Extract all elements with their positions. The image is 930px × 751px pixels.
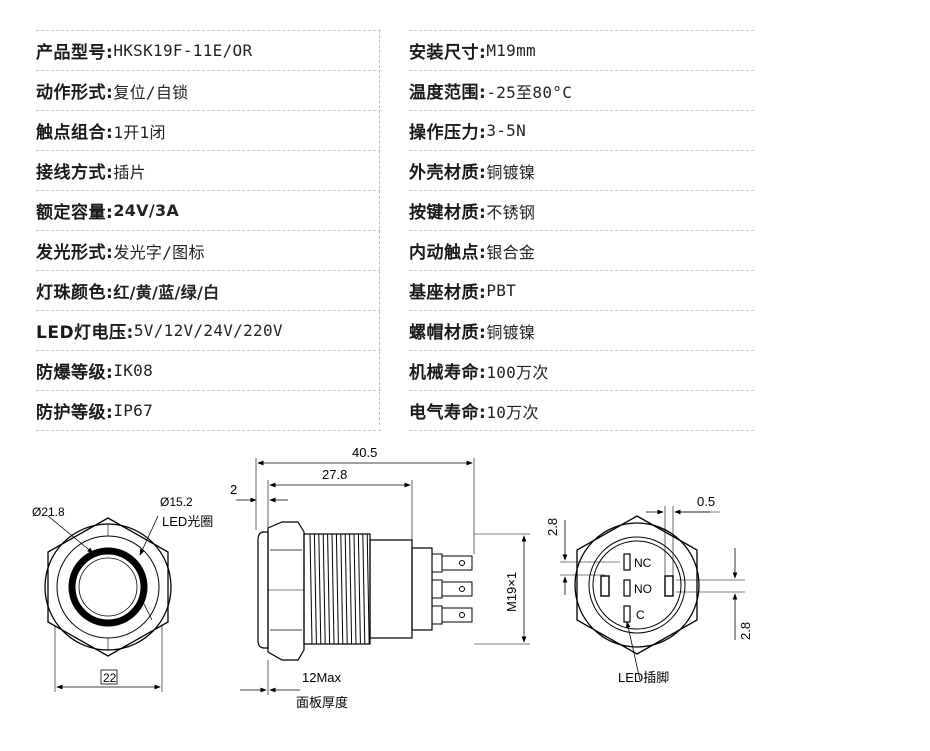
body-length-label: 27.8	[322, 467, 347, 482]
spec-label: 外壳材质:	[409, 163, 487, 183]
spec-value: IP67	[113, 401, 154, 420]
spec-label: 产品型号:	[36, 43, 114, 63]
right-spec-row: 温度范围:-25至80°C	[409, 71, 754, 111]
thread-line	[327, 533, 331, 645]
led-pin-label: LED插脚	[618, 670, 669, 685]
led-ring-label: LED光圈	[162, 514, 213, 529]
nc-terminal-label: NC	[634, 556, 652, 570]
left-spec-row: 防爆等级:IK08	[36, 351, 381, 391]
spec-value: 10万次	[486, 402, 539, 422]
left-spec-row: 产品型号:HKSK19F-11E/OR	[36, 30, 381, 71]
spec-label: 温度范围:	[409, 83, 487, 103]
total-length-label: 40.5	[352, 445, 377, 460]
spec-label: 机械寿命:	[409, 363, 487, 383]
spec-value: M19mm	[486, 41, 536, 60]
left-spec-row: 额定容量:24V/3A	[36, 191, 381, 231]
pin-offset-label: 0.5	[697, 494, 715, 509]
panel-max-label: 12Max	[302, 670, 342, 685]
spec-value: 24V/3A	[113, 201, 180, 220]
thread-line	[309, 533, 313, 645]
ring-diameter-label: Ø15.2	[160, 495, 193, 509]
thread-line	[335, 533, 339, 645]
top-offset-label: 2.8	[545, 518, 560, 536]
right-spec-row: 安装尺寸:M19mm	[409, 30, 754, 71]
spec-label: 按键材质:	[409, 203, 487, 223]
front-view: Ø21.8 Ø15.2 LED光圈 22	[32, 495, 213, 692]
thread-line	[344, 533, 348, 645]
thread-line	[362, 533, 366, 645]
left-spec-row: 灯珠颜色:红/黄/蓝/绿/白	[36, 271, 381, 311]
spec-value: IK08	[113, 361, 154, 380]
back-view: NC NO C 2.8 0.5 2.8 LED插脚	[545, 494, 753, 685]
thread-line	[313, 533, 317, 645]
left-spec-row: 接线方式:插片	[36, 151, 381, 191]
spec-label: 内动触点:	[409, 243, 487, 263]
spec-label: 基座材质:	[409, 283, 487, 303]
thread-line	[322, 533, 326, 645]
left-spec-row: 触点组合:1开1闭	[36, 111, 381, 151]
left-spec-row: 发光形式:发光字/图标	[36, 231, 381, 271]
spec-value: 铜镀镍	[486, 162, 536, 182]
technical-drawing: Ø21.8 Ø15.2 LED光圈 22	[32, 445, 753, 710]
spec-label: 触点组合:	[36, 123, 114, 143]
spec-value: 5V/12V/24V/220V	[133, 321, 283, 340]
no-terminal-label: NO	[634, 582, 652, 596]
left-spec-row: 动作形式:复位/自锁	[36, 71, 381, 111]
right-spec-row: 按键材质:不锈钢	[409, 191, 754, 231]
panel-thickness-label: 面板厚度	[296, 695, 348, 710]
flange-thickness-label: 2	[230, 482, 237, 497]
spec-label: 防护等级:	[36, 403, 114, 423]
thread-line	[353, 533, 357, 645]
right-spec-row: 电气寿命:10万次	[409, 391, 754, 431]
spec-label: 灯珠颜色:	[36, 283, 114, 303]
spec-value: -25至80°C	[486, 82, 573, 102]
spec-label: 动作形式:	[36, 83, 114, 103]
right-spec-row: 操作压力:3-5N	[409, 111, 754, 151]
right-spec-row: 内动触点:银合金	[409, 231, 754, 271]
spec-label: 电气寿命:	[409, 403, 487, 423]
spec-value: 复位/自锁	[113, 82, 189, 102]
spec-label: 额定容量:	[36, 203, 114, 223]
spec-value: HKSK19F-11E/OR	[113, 41, 253, 60]
spec-value: 银合金	[486, 242, 536, 262]
spec-label: 安装尺寸:	[409, 43, 487, 63]
spec-label: LED灯电压:	[36, 323, 134, 343]
spec-label: 操作压力:	[409, 123, 487, 143]
spec-value: 100万次	[486, 362, 549, 382]
column-divider	[379, 30, 380, 425]
right-spec-row: 机械寿命:100万次	[409, 351, 754, 391]
outer-diameter-label: Ø21.8	[32, 505, 65, 519]
right-spec-row: 基座材质:PBT	[409, 271, 754, 311]
right-spec-row: 外壳材质:铜镀镍	[409, 151, 754, 191]
spec-value: 1开1闭	[113, 122, 166, 142]
bottom-offset-label: 2.8	[738, 622, 753, 640]
thread-line	[331, 533, 335, 645]
spec-value: 插片	[113, 162, 146, 182]
hex-size-label: 22	[103, 671, 117, 685]
thread-spec-label: M19×1	[504, 572, 519, 612]
spec-label: 发光形式:	[36, 243, 114, 263]
right-spec-row: 螺帽材质:铜镀镍	[409, 311, 754, 351]
spec-value: 3-5N	[486, 121, 527, 140]
thread-line	[318, 533, 322, 645]
thread-line	[357, 533, 361, 645]
spec-label: 螺帽材质:	[409, 323, 487, 343]
c-terminal-label: C	[636, 608, 645, 622]
thread-line	[340, 533, 344, 645]
thread-line	[366, 533, 370, 645]
spec-label: 接线方式:	[36, 163, 114, 183]
left-spec-row: 防护等级:IP67	[36, 391, 381, 431]
spec-label: 防爆等级:	[36, 363, 114, 383]
spec-value: 不锈钢	[486, 202, 536, 222]
thread-line	[349, 533, 353, 645]
spec-value: PBT	[486, 281, 517, 300]
spec-value: 铜镀镍	[486, 322, 536, 342]
spec-value: 红/黄/蓝/绿/白	[113, 282, 220, 302]
left-spec-row: LED灯电压:5V/12V/24V/220V	[36, 311, 381, 351]
spec-value: 发光字/图标	[113, 242, 205, 262]
side-view: 40.5 27.8 2 M19×1 12Max 面板厚度	[230, 445, 530, 710]
